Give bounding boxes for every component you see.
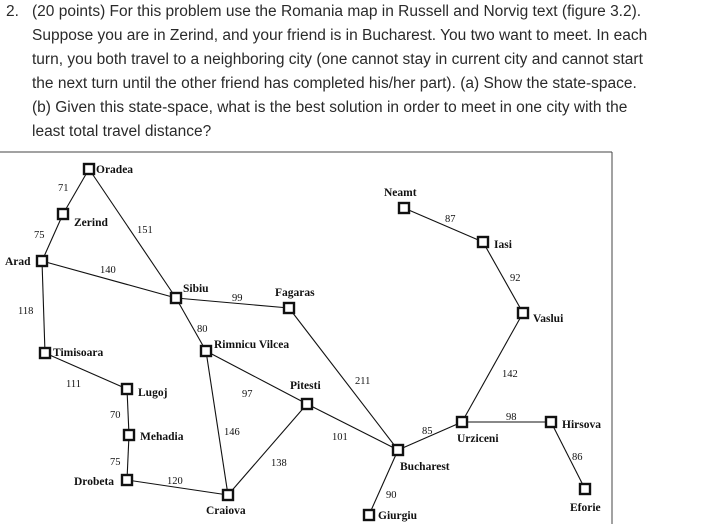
label-lugoj: Lugoj [138, 387, 168, 399]
dist-bucharest-giurgiu: 90 [386, 490, 397, 501]
problem-line-2: Suppose you are in Zerind, and your frie… [32, 27, 648, 44]
node-fagaras [282, 301, 296, 315]
node-timisoara [38, 346, 52, 360]
node-drobeta [120, 473, 134, 487]
node-eforie [578, 482, 592, 496]
label-arad: Arad [5, 256, 31, 268]
node-rimnicu-vilcea [199, 344, 213, 358]
road-oradea-sibiu [88, 168, 177, 299]
label-iasi: Iasi [494, 239, 513, 251]
dist-fagaras-bucharest: 211 [355, 376, 370, 387]
distance-labels: 71 75 151 140 118 111 70 75 120 99 80 97… [18, 183, 583, 501]
dist-rimnicu-craiova: 146 [224, 427, 240, 438]
dist-rimnicu-pitesti: 97 [242, 389, 253, 400]
road-sibiu-fagaras [175, 297, 290, 309]
label-vaslui: Vaslui [533, 313, 564, 325]
road-hirsova-eforie [550, 421, 586, 490]
label-zerind: Zerind [74, 217, 108, 229]
dist-zerind-arad: 75 [34, 230, 45, 241]
node-arad [35, 254, 49, 268]
label-eforie: Eforie [570, 502, 601, 514]
road-mehadia-drobeta [126, 434, 130, 481]
problem-line-4: the next turn until the other friend has… [32, 75, 637, 92]
city-nodes [35, 162, 592, 522]
dist-lugoj-mehadia: 70 [110, 410, 121, 421]
node-zerind [56, 207, 70, 221]
road-zerind-arad [41, 213, 64, 262]
road-drobeta-craiova [126, 479, 229, 496]
dist-mehadia-drobeta: 75 [110, 457, 121, 468]
label-neamt: Neamt [384, 187, 417, 199]
dist-sibiu-rimnicu: 80 [197, 324, 208, 335]
road-iasi-neamt [403, 207, 484, 243]
road-rimnicu-pitesti [205, 350, 308, 405]
road-bucharest-urziceni [397, 421, 463, 451]
road-sibiu-rimnicu [175, 297, 207, 352]
road-fagaras-bucharest [288, 307, 399, 451]
label-craiova: Craiova [206, 505, 246, 517]
road-rimnicu-craiova [205, 350, 229, 496]
road-urziceni-vaslui [461, 312, 524, 423]
node-sibiu [169, 291, 183, 305]
dist-craiova-pitesti: 138 [271, 458, 287, 469]
problem-line-1: (20 points) For this problem use the Rom… [32, 3, 642, 20]
dist-drobeta-craiova: 120 [167, 476, 183, 487]
label-fagaras: Fagaras [275, 287, 315, 299]
dist-hirsova-eforie: 86 [572, 452, 583, 463]
dist-oradea-sibiu: 151 [137, 225, 153, 236]
dist-urziceni-vaslui: 142 [502, 369, 518, 380]
dist-vaslui-iasi: 92 [510, 273, 521, 284]
road-pitesti-bucharest [306, 403, 399, 451]
road-oradea-zerind [62, 168, 90, 215]
problem-number: 2. [6, 3, 19, 20]
label-hirsova: Hirsova [562, 419, 601, 431]
node-iasi [476, 235, 490, 249]
dist-bucharest-urziceni: 85 [422, 426, 433, 437]
dist-arad-timisoara: 118 [18, 306, 33, 317]
road-vaslui-iasi [482, 241, 524, 314]
dist-oradea-zerind: 71 [58, 183, 69, 194]
node-hirsova [544, 415, 558, 429]
problem-line-3: turn, you both travel to a neighboring c… [32, 51, 643, 68]
road-arad-timisoara [41, 260, 46, 354]
road-lugoj-mehadia [126, 388, 130, 436]
city-labels: Oradea Zerind Arad Timisoara Lugoj Mehad… [5, 164, 601, 522]
problem-line-5: (b) Given this state-space, what is the … [32, 99, 628, 116]
node-giurgiu [362, 508, 376, 522]
dist-sibiu-fagaras: 99 [232, 293, 243, 304]
node-oradea [82, 162, 96, 176]
label-pitesti: Pitesti [290, 380, 321, 392]
label-sibiu: Sibiu [183, 283, 209, 295]
label-oradea: Oradea [96, 164, 133, 176]
dist-iasi-neamt: 87 [445, 214, 456, 225]
road-timisoara-lugoj [44, 352, 128, 390]
label-drobeta: Drobeta [74, 476, 114, 488]
road-craiova-pitesti [227, 403, 308, 496]
node-vaslui [516, 306, 530, 320]
roads-layer [41, 168, 586, 516]
label-urziceni: Urziceni [457, 433, 499, 445]
problem-line-6: least total travel distance? [32, 123, 212, 140]
node-bucharest [391, 443, 405, 457]
label-timisoara: Timisoara [53, 347, 104, 359]
label-mehadia: Mehadia [140, 431, 184, 443]
dist-pitesti-bucharest: 101 [332, 432, 348, 443]
romania-map: Oradea Zerind Arad Timisoara Lugoj Mehad… [0, 151, 613, 524]
node-craiova [221, 488, 235, 502]
label-rimnicu-vilcea: Rimnicu Vilcea [214, 339, 289, 351]
dist-arad-sibiu: 140 [100, 265, 116, 276]
dist-timisoara-lugoj: 111 [66, 379, 81, 390]
node-urziceni [455, 415, 469, 429]
node-mehadia [122, 428, 136, 442]
road-bucharest-giurgiu [368, 449, 399, 516]
dist-urziceni-hirsova: 98 [506, 412, 517, 423]
node-pitesti [300, 397, 314, 411]
node-lugoj [120, 382, 134, 396]
road-arad-sibiu [41, 260, 177, 299]
node-neamt [397, 201, 411, 215]
label-giurgiu: Giurgiu [378, 510, 418, 522]
label-bucharest: Bucharest [400, 461, 450, 473]
